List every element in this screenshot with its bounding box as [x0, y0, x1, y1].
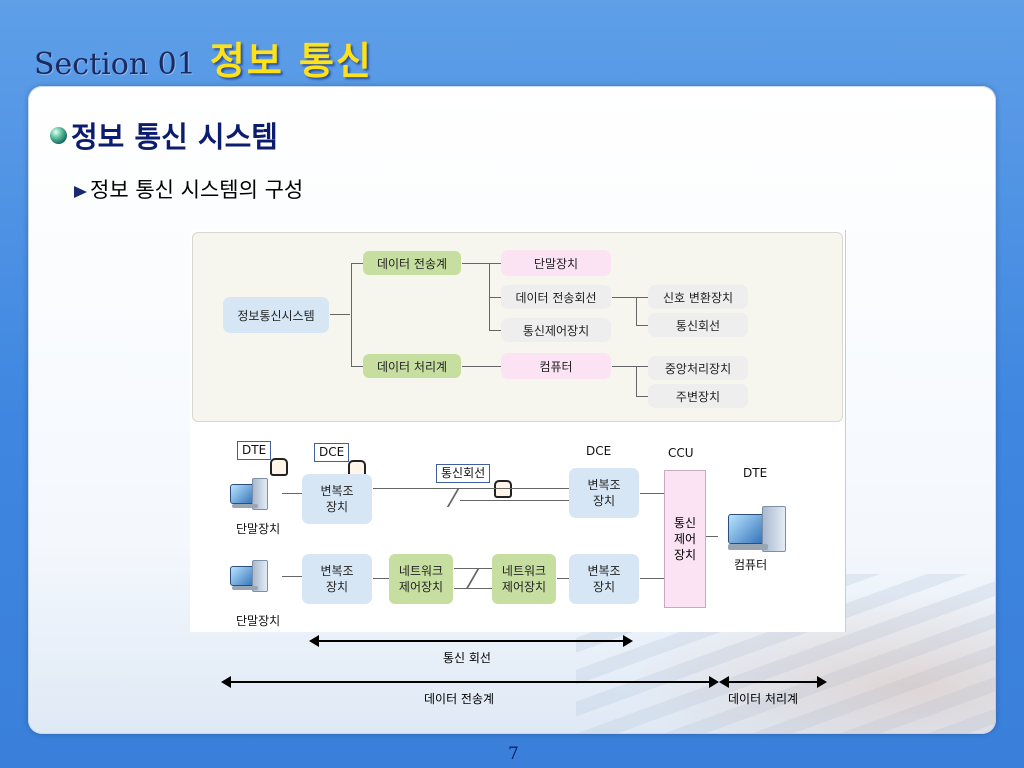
terminal-label: 단말장치: [236, 614, 281, 628]
processing-arrow-label: 데이터 처리계: [728, 692, 799, 706]
comm-line-arrow: [309, 635, 633, 647]
line-node: 데이터 전송회선: [501, 285, 611, 309]
heading: 정보 통신 시스템: [50, 114, 278, 156]
comm-line-arrow-label: 통신 회선: [443, 651, 491, 665]
pointer-hand-icon: [494, 480, 512, 498]
network-control-box: 네트워크 제어장치: [492, 554, 556, 604]
triangle-bullet-icon: [74, 186, 87, 198]
heading-text: 정보 통신 시스템: [71, 120, 278, 154]
subheading: 정보 통신 시스템의 구성: [74, 174, 303, 204]
processing-node: 데이터 처리계: [363, 354, 461, 378]
pointer-hand-icon: [270, 458, 288, 476]
ccu-label: CCU: [668, 446, 694, 460]
system-diagram: 정보통신시스템 데이터 전송계 데이터 처리계 단말장치 데이터 전송회선 통신…: [190, 230, 846, 632]
subheading-text: 정보 통신 시스템의 구성: [90, 178, 304, 202]
hierarchy-tree: 정보통신시스템 데이터 전송계 데이터 처리계 단말장치 데이터 전송회선 통신…: [192, 232, 843, 422]
terminal-label: 단말장치: [236, 522, 281, 536]
network-control-box: 네트워크 제어장치: [389, 554, 453, 604]
computer-label: 컴퓨터: [734, 558, 768, 572]
comm-control-label: 통신 제어 장치: [673, 516, 697, 562]
transmission-node: 데이터 전송계: [363, 251, 461, 275]
dte-tag: DTE: [237, 441, 272, 460]
computer-node: 컴퓨터: [501, 353, 611, 379]
modem-box: 변복조 장치: [302, 474, 372, 524]
terminal-node: 단말장치: [501, 250, 611, 276]
processing-arrow: [719, 676, 827, 688]
dce-label: DCE: [586, 444, 612, 458]
comm-line-node: 통신회선: [648, 313, 748, 337]
dce-tag: DCE: [314, 443, 350, 462]
section-name: 정보 통신: [209, 39, 373, 83]
transmission-arrow-label: 데이터 전송계: [424, 692, 495, 706]
peripheral-node: 주변장치: [648, 384, 748, 408]
modem-box: 변복조 장치: [302, 554, 372, 604]
line-tag: 통신회선: [436, 464, 491, 483]
transmission-arrow: [221, 676, 719, 688]
page-number: 7: [508, 744, 519, 764]
dte-label: DTE: [743, 466, 768, 480]
root-node: 정보통신시스템: [223, 297, 329, 333]
section-label: Section 01: [34, 47, 196, 82]
control-node: 통신제어장치: [501, 318, 611, 342]
modem-box: 변복조 장치: [569, 554, 639, 604]
cpu-node: 중앙처리장치: [648, 356, 748, 380]
signal-converter-node: 신호 변환장치: [648, 285, 748, 309]
section-title: Section 01 정보 통신: [34, 30, 373, 85]
bullet-ball-icon: [50, 126, 67, 144]
modem-box: 변복조 장치: [569, 468, 639, 518]
network-diagram: DTE DCE 통신회선 DCE CCU DTE 단말장치 변복조 장치 변복조…: [190, 426, 845, 632]
comm-control-box: 통신 제어 장치: [664, 470, 706, 608]
